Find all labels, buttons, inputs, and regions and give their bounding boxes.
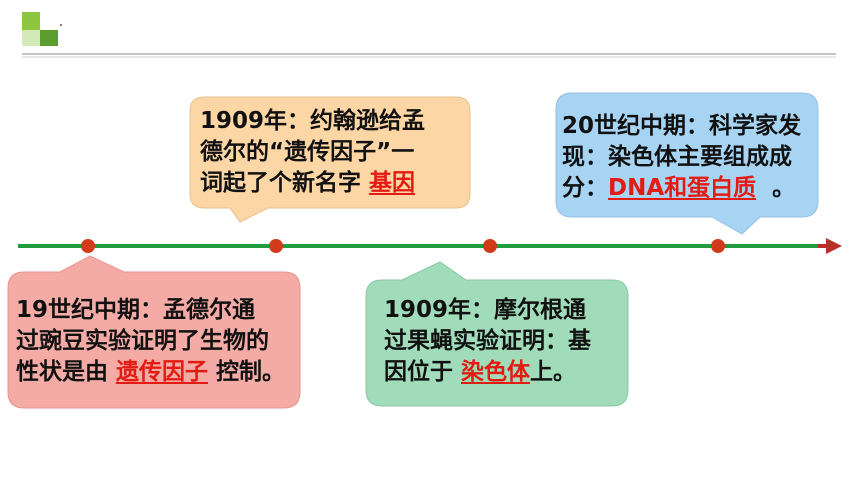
header-rule	[22, 53, 836, 58]
callout-line: 19世纪中期：孟德尔通	[16, 297, 256, 323]
callout-johannsen-text: 1909年：约翰逊给孟 德尔的“遗传因子”一 词起了个新名字 基因	[200, 106, 425, 199]
callout-line: 20世纪中期：科学家发	[562, 113, 802, 139]
arrow-right-icon	[826, 238, 842, 254]
callout-line-last: 性状是由 遗传因子 控制。	[16, 357, 285, 388]
callout-line-last: 分：DNA和蛋白质 。	[562, 173, 801, 204]
key-term-chromosome: 染色体	[461, 359, 531, 385]
timeline-marker-mid20c	[711, 239, 725, 253]
logo-square-pale	[22, 30, 40, 46]
timeline-marker-mendel	[81, 239, 95, 253]
timeline-arrow-shaft	[818, 244, 828, 248]
callout-text: 。	[756, 175, 796, 201]
callout-bubble-morgan	[365, 261, 629, 407]
callout-line: 过豌豆实验证明了生物的	[16, 328, 269, 354]
key-term-dna-protein: DNA和蛋白质	[608, 175, 757, 201]
callout-text: 因位于	[384, 359, 462, 385]
callout-line: 现：染色体主要组成成	[562, 144, 792, 170]
key-term-genetic-factor: 遗传因子	[116, 359, 209, 385]
callout-line-last: 词起了个新名字 基因	[200, 168, 425, 199]
timeline-marker-johannsen	[269, 239, 283, 253]
callout-line: 德尔的“遗传因子”一	[200, 139, 415, 165]
callout-line: 1909年：约翰逊给孟	[200, 108, 426, 134]
logo-square-dark	[40, 30, 58, 46]
logo-squares	[22, 12, 62, 46]
logo-dot	[60, 24, 62, 26]
callout-bubble-mendel	[7, 255, 301, 409]
timeline-marker-morgan	[483, 239, 497, 253]
callout-line: 1909年：摩尔根通	[384, 297, 587, 323]
callout-line-last: 因位于 染色体上。	[384, 357, 591, 388]
callout-text: 性状是由	[16, 359, 117, 385]
callout-morgan-text: 1909年：摩尔根通 过果蝇实验证明：基 因位于 染色体上。	[384, 295, 591, 388]
callout-text: 分：	[562, 175, 608, 201]
callout-mendel-text: 19世纪中期：孟德尔通 过豌豆实验证明了生物的 性状是由 遗传因子 控制。	[16, 295, 285, 388]
callout-text: 词起了个新名字	[200, 170, 370, 196]
timeline	[18, 238, 842, 254]
callout-text: 上。	[530, 359, 577, 385]
key-term-gene: 基因	[369, 170, 416, 196]
logo-square-light	[22, 12, 40, 30]
callout-text: 控制。	[208, 359, 286, 385]
callout-bubble-johannsen	[189, 96, 471, 223]
callout-mid20c-text: 20世纪中期：科学家发 现：染色体主要组成成 分：DNA和蛋白质 。	[562, 111, 801, 204]
timeline-line	[18, 244, 820, 248]
callout-bubble-mid20c	[555, 92, 819, 235]
callout-line: 过果蝇实验证明：基	[384, 328, 591, 354]
